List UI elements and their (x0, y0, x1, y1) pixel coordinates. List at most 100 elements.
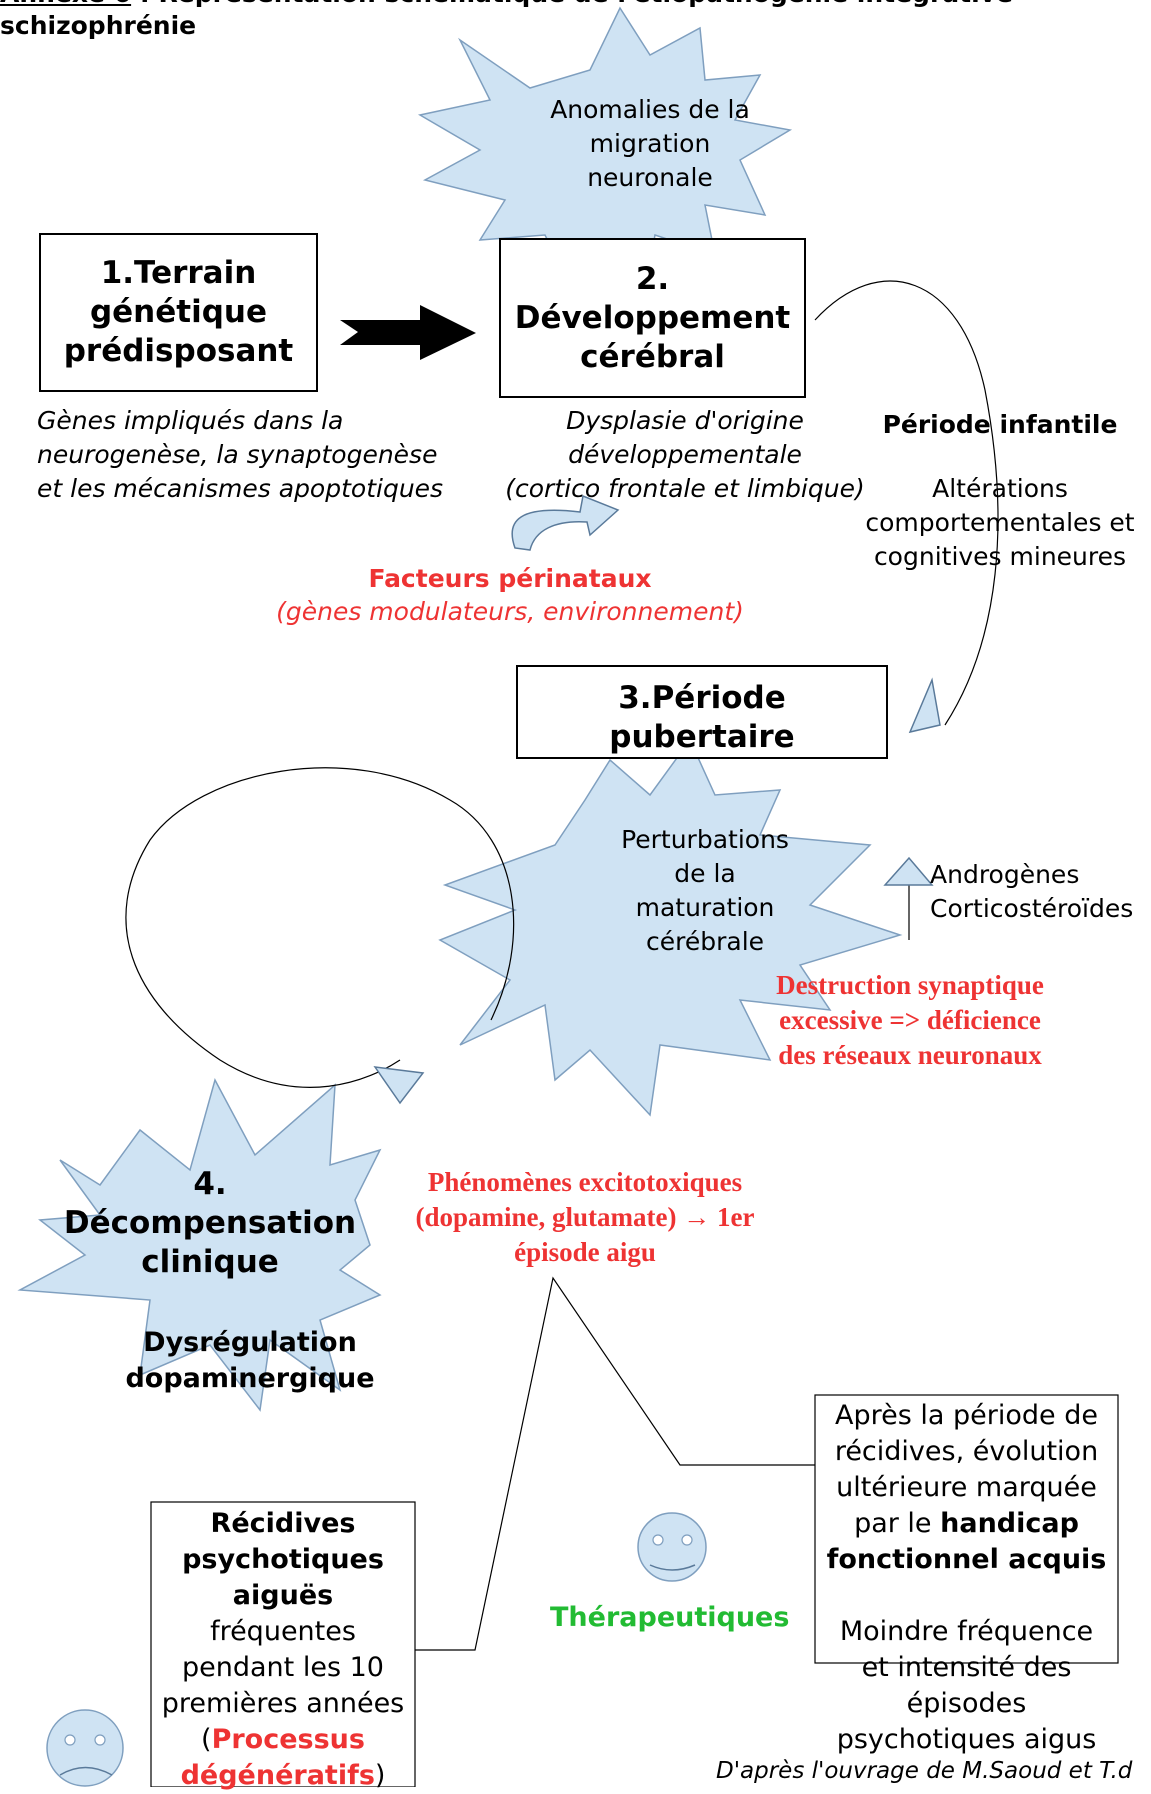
dysregulation-line: Dysrégulation (143, 1327, 357, 1358)
node-pubertaire: 3.Période pubertaire (517, 679, 887, 757)
recidives-line: psychotiques (182, 1544, 384, 1575)
starburst-maturation (438, 738, 903, 1117)
facteurs-subtitle: (gènes modulateurs, environnement) (276, 597, 744, 626)
apres-line: et intensité des (861, 1652, 1072, 1683)
box-apres (814, 1394, 1119, 1664)
node-developpement-line: 2. (635, 261, 670, 297)
destruction-line: Destruction synaptique (776, 970, 1044, 1000)
annotation-excitotoxiques: Phénomènes excitotoxiques (dopamine, glu… (385, 1165, 785, 1270)
node-decompensation-line: Décompensation (63, 1205, 357, 1241)
recidives-degeneratifs: dégénératifs (180, 1760, 375, 1791)
annotation-dysplasie-line: Dysplasie d'origine (566, 406, 804, 435)
excitotoxiques-line: Phénomènes excitotoxiques (427, 1167, 743, 1197)
recidives-line: Récidives (210, 1508, 356, 1539)
node-migration: Anomalies de la migration neuronale (500, 93, 800, 195)
annotation-genes-line: neurogenèse, la synaptogenèse (37, 440, 438, 469)
destruction-line: des réseaux neuronaux (778, 1040, 1042, 1070)
apres-line: récidives, évolution (834, 1436, 1099, 1467)
node-decompensation-line: clinique (141, 1244, 279, 1280)
node-migration-line: migration (589, 129, 711, 158)
node-terrain-line: 1.Terrain (100, 255, 257, 291)
recidives-processus: Processus (211, 1724, 365, 1755)
arrow-right-icon (340, 305, 476, 360)
annotation-genes-line: Gènes impliqués dans la (37, 406, 344, 435)
smiley-face-icon (637, 1512, 707, 1582)
hormones-line: Corticostéroïdes (930, 894, 1134, 923)
node-developpement-line: Développement (514, 300, 791, 336)
title-line1: : Représentation schématique de l'étiopa… (131, 0, 1013, 8)
apres-line: ultérieure marquée (836, 1472, 1097, 1503)
connector-loop (125, 767, 515, 1088)
dysregulation-line: dopaminergique (125, 1363, 375, 1394)
recidives-line: pendant les 10 (182, 1652, 384, 1683)
node-pubertaire-line: 3.Période (618, 680, 786, 716)
arrowhead-loop (373, 1066, 425, 1105)
apres-text: Après la période de récidives, évolution… (815, 1398, 1118, 1758)
periode-infantile-title: Période infantile (882, 410, 1118, 439)
node-terrain: 1.Terrain génétique prédisposant (40, 254, 317, 371)
recidives-line: fréquentes (210, 1616, 356, 1647)
node-maturation-line: maturation (635, 893, 775, 922)
node-pubertaire-line: pubertaire (609, 719, 795, 755)
node-maturation: Perturbations de la maturation cérébrale (555, 823, 855, 959)
node-terrain-line: prédisposant (63, 333, 294, 369)
annotation-dysregulation: Dysrégulation dopaminergique (100, 1325, 400, 1397)
recidives-line: aiguës (232, 1580, 334, 1611)
starburst-decompensation (17, 1077, 382, 1412)
arrow-up-icon (883, 856, 934, 886)
annotation-periode-infantile: Période infantile Altérations comporteme… (850, 408, 1150, 574)
node-decompensation-line: 4. (193, 1166, 227, 1202)
box-pubertaire (516, 665, 888, 759)
node-developpement: 2. Développement cérébral (500, 260, 805, 377)
connector-infantile (814, 280, 999, 726)
recidives-line: dégénératifs) (151, 1758, 415, 1794)
title-prefix: Annexe 6 (0, 0, 131, 8)
apres-par-le: par le (854, 1508, 941, 1539)
curved-arrow-up-icon (511, 494, 620, 551)
box-recidives (150, 1501, 416, 1787)
node-maturation-line: Perturbations (621, 825, 789, 854)
source-citation: D'après l'ouvrage de M.Saoud et T.d (716, 1758, 1133, 1784)
destruction-line: excessive => déficience (779, 1005, 1041, 1035)
apres-line: Après la période de (835, 1400, 1098, 1431)
apres-line: psychotiques aigus (836, 1724, 1097, 1755)
node-decompensation: 4. Décompensation clinique (55, 1165, 365, 1282)
arrowhead-infantile (908, 677, 941, 734)
node-maturation-line: de la (674, 859, 736, 888)
annotation-facteurs: Facteurs périnataux (gènes modulateurs, … (210, 562, 810, 628)
label-therapeutiques: Thérapeutiques (550, 1602, 790, 1633)
annotation-destruction: Destruction synaptique excessive => défi… (745, 968, 1075, 1073)
apres-spacer (815, 1578, 1118, 1614)
apres-line: fonctionnel acquis (826, 1544, 1107, 1575)
annotation-genes: Gènes impliqués dans la neurogenèse, la … (37, 404, 443, 506)
annotation-hormones: Androgènes Corticostéroïdes (930, 858, 1133, 926)
hormones-line: Androgènes (930, 860, 1080, 889)
apres-line: par le handicap (815, 1506, 1118, 1542)
excitotoxiques-line: (dopamine, glutamate) → 1er (415, 1202, 755, 1232)
annotation-dysplasie-line: développementale (568, 440, 802, 469)
apres-line: Moindre fréquence (839, 1616, 1094, 1647)
title-line2: schizophrénie (0, 11, 197, 40)
page-title: Annexe 6 : Représentation schématique de… (0, 0, 1013, 42)
excitotoxiques-line: épisode aigu (514, 1237, 656, 1267)
recidives-line: premières années (161, 1688, 405, 1719)
node-migration-line: neuronale (587, 163, 713, 192)
node-maturation-line: cérébrale (645, 927, 765, 956)
annotation-genes-line: et les mécanismes apoptotiques (37, 474, 444, 503)
node-terrain-line: génétique (89, 294, 268, 330)
box-developpement (499, 238, 806, 398)
annotation-dysplasie: Dysplasie d'origine développementale (co… (485, 404, 885, 506)
annotation-dysplasie-line: (cortico frontale et limbique) (505, 474, 865, 503)
apres-handicap: handicap (940, 1508, 1079, 1539)
facteurs-title: Facteurs périnataux (368, 564, 652, 593)
periode-infantile-line: comportementales et (865, 508, 1135, 537)
connector-evolution (415, 1276, 815, 1651)
apres-line: épisodes (906, 1688, 1027, 1719)
node-migration-line: Anomalies de la (550, 95, 750, 124)
periode-infantile-line: Altérations (932, 474, 1068, 503)
sad-face-icon (46, 1709, 124, 1787)
recidives-line: (Processus (151, 1722, 415, 1758)
recidives-open-paren: ( (201, 1724, 212, 1755)
recidives-close-paren: ) (374, 1760, 386, 1791)
